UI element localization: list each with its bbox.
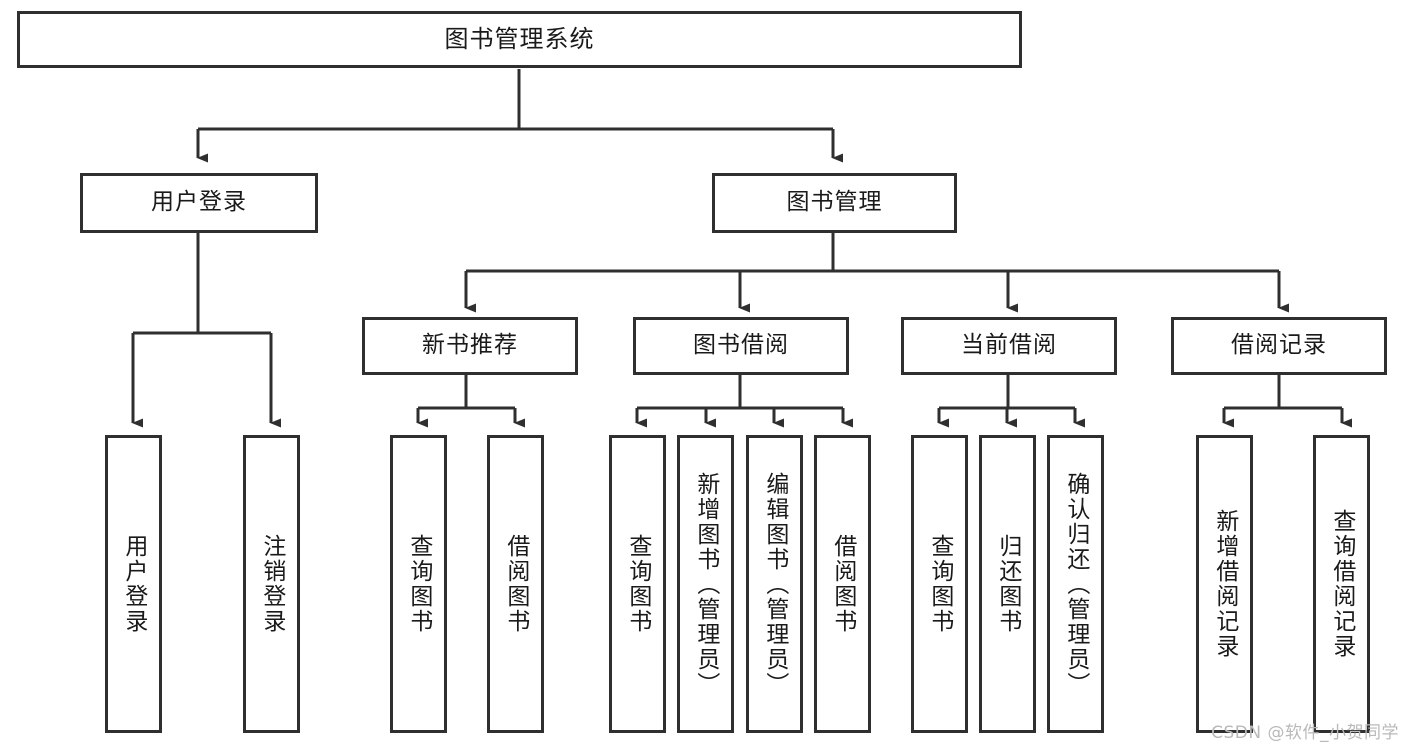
node-label: 注销登录 bbox=[258, 534, 285, 634]
node-label: 查询图书 bbox=[405, 534, 432, 634]
node-label: 新书推荐 bbox=[422, 332, 518, 359]
node-book-management[interactable]: 图书管理 bbox=[712, 173, 957, 233]
node-label: 查询借阅记录 bbox=[1328, 509, 1355, 659]
node-label: 图书管理 bbox=[786, 189, 883, 216]
node-user-login[interactable]: 用户登录 bbox=[80, 173, 318, 233]
node-label: 借阅记录 bbox=[1231, 332, 1327, 359]
leaf-current-confirm-return[interactable]: 确认归还（管理员） bbox=[1047, 435, 1104, 733]
node-label: 图书管理系统 bbox=[444, 25, 595, 54]
leaf-borrow-add-book[interactable]: 新增图书（管理员） bbox=[677, 435, 734, 733]
node-label: 用户登录 bbox=[151, 189, 247, 216]
node-label: 查询图书 bbox=[624, 534, 651, 634]
node-label: 归还图书 bbox=[994, 534, 1021, 634]
watermark-text: CSDN @软件_小贺同学 bbox=[1211, 723, 1399, 743]
leaf-user-login-logout[interactable]: 注销登录 bbox=[243, 435, 300, 733]
leaf-current-query-book[interactable]: 查询图书 bbox=[911, 435, 968, 733]
node-label: 图书借阅 bbox=[693, 332, 789, 359]
leaf-record-query-record[interactable]: 查询借阅记录 bbox=[1313, 435, 1370, 733]
leaf-current-return-book[interactable]: 归还图书 bbox=[979, 435, 1036, 733]
node-root-system[interactable]: 图书管理系统 bbox=[17, 11, 1022, 68]
leaf-borrow-borrow-book[interactable]: 借阅图书 bbox=[814, 435, 871, 733]
leaf-recommend-borrow-book[interactable]: 借阅图书 bbox=[487, 435, 544, 733]
node-new-book-recommend[interactable]: 新书推荐 bbox=[362, 317, 578, 375]
leaf-user-login-login[interactable]: 用户登录 bbox=[105, 435, 162, 733]
node-book-borrow[interactable]: 图书借阅 bbox=[633, 317, 849, 375]
node-label: 用户登录 bbox=[120, 534, 147, 634]
node-label: 新增图书（管理员） bbox=[692, 471, 719, 697]
node-current-borrow[interactable]: 当前借阅 bbox=[901, 317, 1117, 375]
node-label: 当前借阅 bbox=[961, 332, 1057, 359]
leaf-record-add-record[interactable]: 新增借阅记录 bbox=[1196, 435, 1253, 733]
node-label: 借阅图书 bbox=[502, 534, 529, 634]
node-label: 编辑图书（管理员） bbox=[761, 471, 788, 697]
leaf-recommend-query-book[interactable]: 查询图书 bbox=[390, 435, 447, 733]
node-borrow-record[interactable]: 借阅记录 bbox=[1171, 317, 1387, 375]
leaf-borrow-edit-book[interactable]: 编辑图书（管理员） bbox=[746, 435, 803, 733]
node-label: 新增借阅记录 bbox=[1211, 509, 1238, 659]
node-label: 借阅图书 bbox=[829, 534, 856, 634]
node-label: 查询图书 bbox=[926, 534, 953, 634]
node-label: 确认归还（管理员） bbox=[1062, 471, 1089, 697]
leaf-borrow-query-book[interactable]: 查询图书 bbox=[609, 435, 666, 733]
